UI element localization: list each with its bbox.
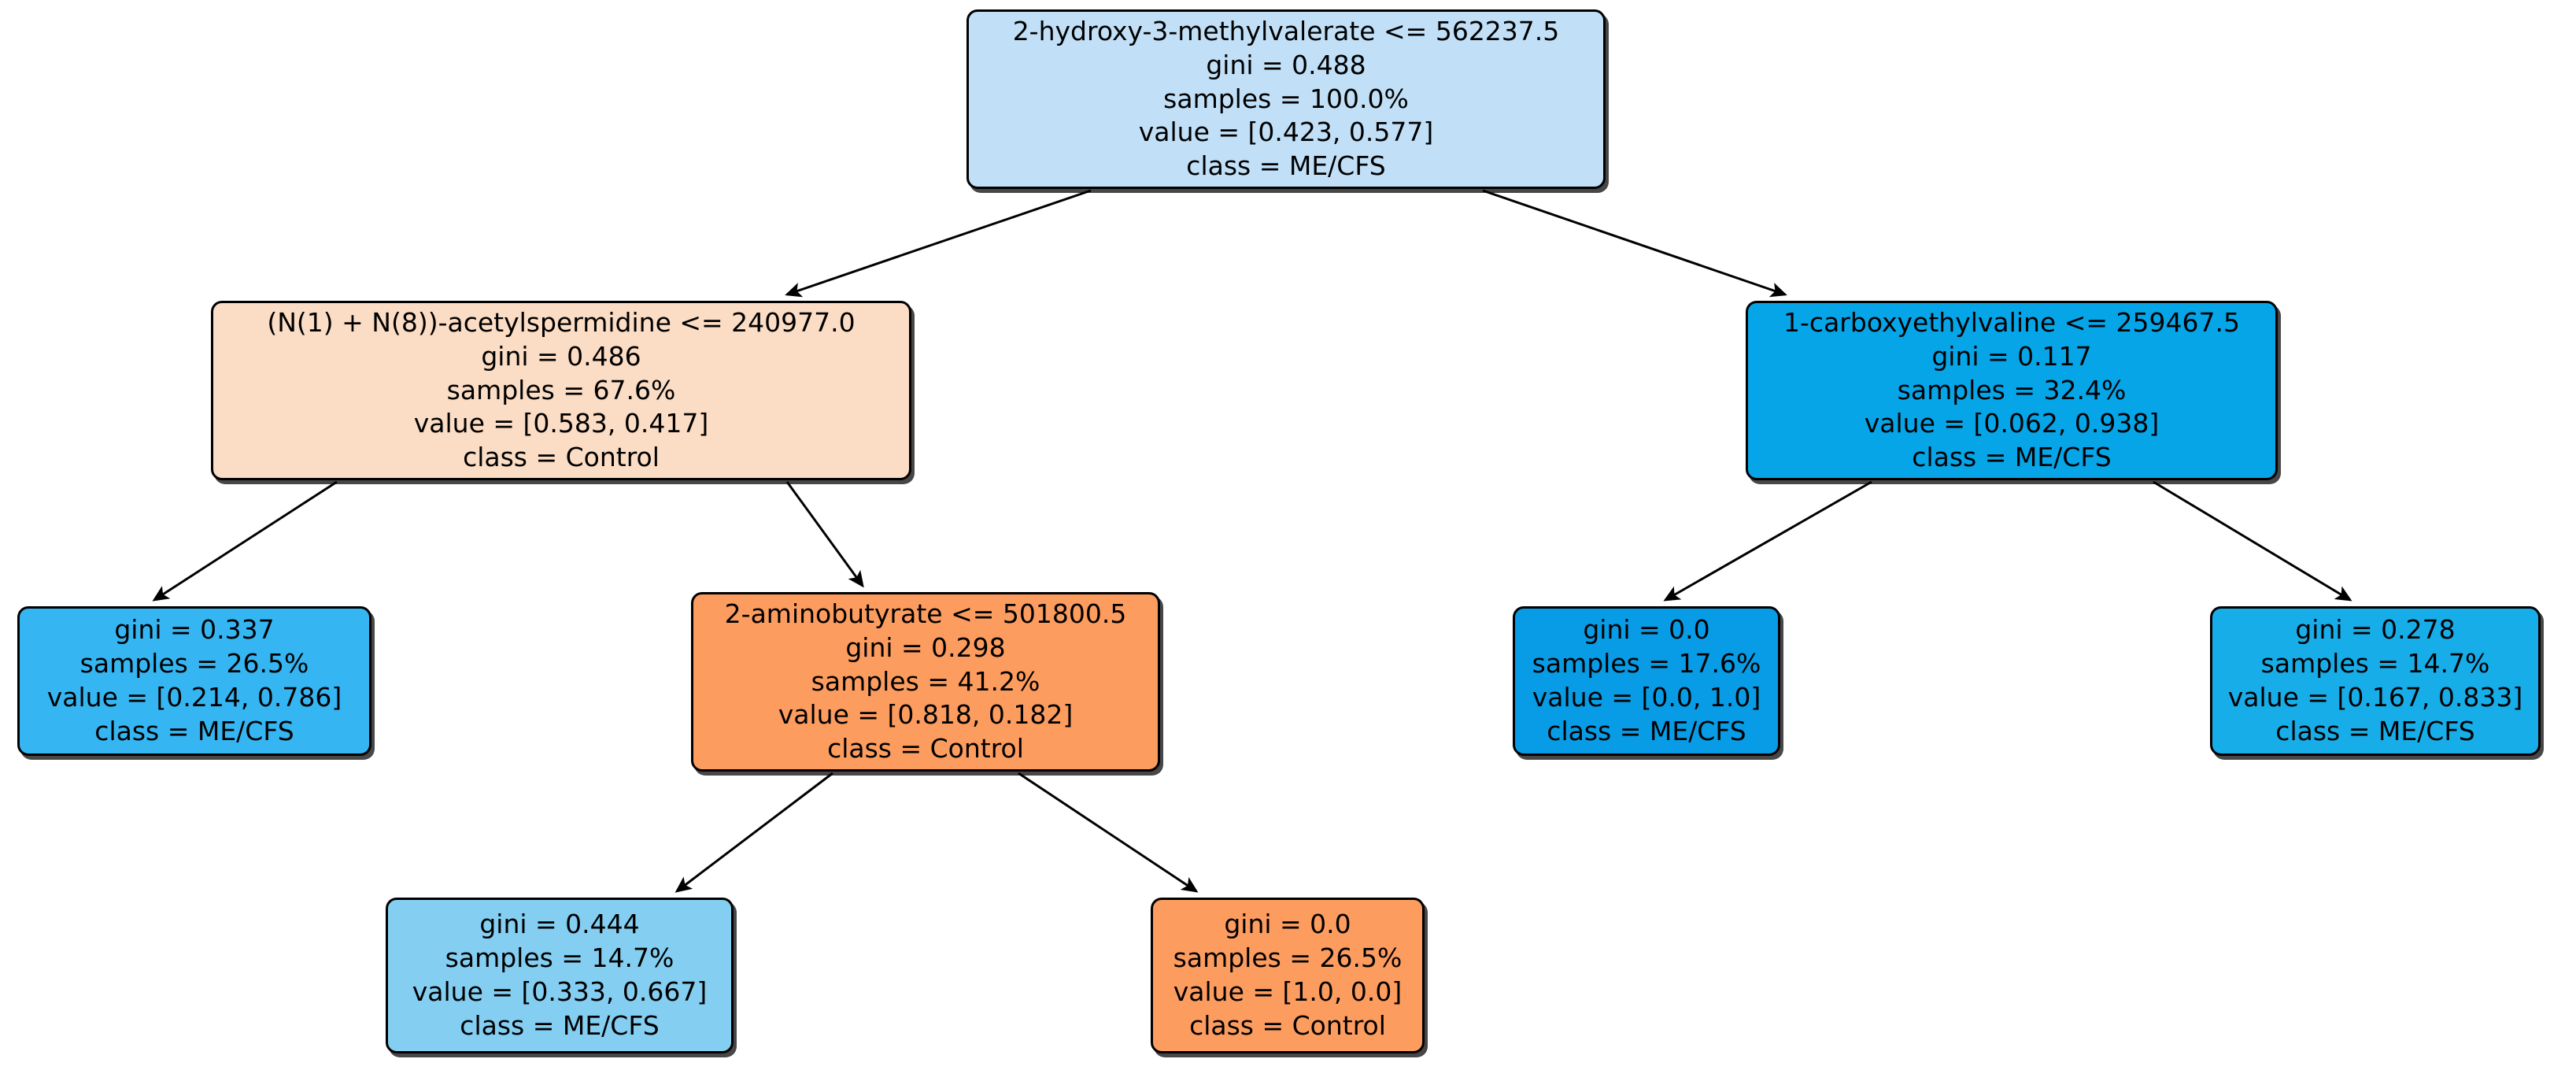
- node-samples: samples = 14.7%: [2260, 648, 2490, 679]
- node-gini: gini = 0.488: [1206, 49, 1366, 80]
- node-value: value = [0.167, 0.833]: [2227, 682, 2523, 713]
- tree-edge-n2-to-n5: [1663, 480, 1872, 602]
- node-class: class = ME/CFS: [1912, 442, 2112, 473]
- node-gini: gini = 0.278: [2295, 614, 2456, 646]
- node-value: value = [0.062, 0.938]: [1864, 408, 2160, 439]
- node-class: class = Control: [827, 733, 1024, 765]
- node-gini: gini = 0.0: [1583, 614, 1710, 646]
- node-condition: 2-hydroxy-3-methylvalerate <= 562237.5: [1012, 15, 1560, 46]
- tree-edge-n0-to-n1: [785, 189, 1092, 298]
- node-class: class = Control: [463, 442, 660, 473]
- node-class: class = ME/CFS: [460, 1009, 660, 1041]
- tree-edge-n1-to-n3: [152, 480, 338, 602]
- node-class: class = ME/CFS: [94, 715, 294, 746]
- node-value: value = [0.333, 0.667]: [412, 976, 708, 1007]
- node-samples: samples = 14.7%: [445, 942, 674, 974]
- tree-edge-n0-to-n2: [1482, 189, 1787, 298]
- node-class: class = ME/CFS: [1547, 715, 1746, 746]
- node-gini: gini = 0.117: [1931, 340, 2092, 372]
- tree-edges: [152, 189, 2352, 893]
- node-condition: 1-carboxyethylvaline <= 259467.5: [1783, 306, 2240, 338]
- node-gini: gini = 0.298: [845, 631, 1006, 663]
- tree-edge-n4-to-n7: [674, 772, 833, 893]
- node-samples: samples = 67.6%: [446, 374, 676, 405]
- node-gini: gini = 0.444: [479, 909, 640, 940]
- node-gini: gini = 0.486: [481, 340, 641, 372]
- node-condition: 2-aminobutyrate <= 501800.5: [724, 598, 1127, 629]
- node-samples: samples = 32.4%: [1897, 374, 2127, 405]
- node-gini: gini = 0.337: [114, 614, 275, 646]
- node-value: value = [0.0, 1.0]: [1532, 682, 1761, 713]
- node-samples: samples = 26.5%: [79, 648, 309, 679]
- node-samples: samples = 17.6%: [1532, 648, 1761, 679]
- tree-edge-n2-to-n6: [2153, 480, 2352, 602]
- node-class: class = ME/CFS: [2275, 715, 2475, 746]
- node-samples: samples = 41.2%: [811, 665, 1040, 697]
- node-value: value = [1.0, 0.0]: [1173, 976, 1403, 1007]
- node-value: value = [0.214, 0.786]: [46, 682, 342, 713]
- node-value: value = [0.423, 0.577]: [1138, 117, 1434, 148]
- node-class: class = Control: [1189, 1009, 1386, 1041]
- tree-node-internal-n1: (N(1) + N(8))-acetylspermidine <= 240977…: [211, 301, 911, 480]
- node-condition: (N(1) + N(8))-acetylspermidine <= 240977…: [267, 306, 856, 338]
- node-value: value = [0.583, 0.417]: [413, 408, 709, 439]
- node-gini: gini = 0.0: [1224, 909, 1351, 940]
- node-samples: samples = 26.5%: [1173, 942, 1403, 974]
- tree-edge-n4-to-n8: [1018, 772, 1199, 893]
- node-samples: samples = 100.0%: [1163, 83, 1409, 114]
- node-class: class = ME/CFS: [1186, 150, 1386, 182]
- node-value: value = [0.818, 0.182]: [778, 699, 1074, 731]
- tree-edge-n1-to-n4: [785, 481, 864, 588]
